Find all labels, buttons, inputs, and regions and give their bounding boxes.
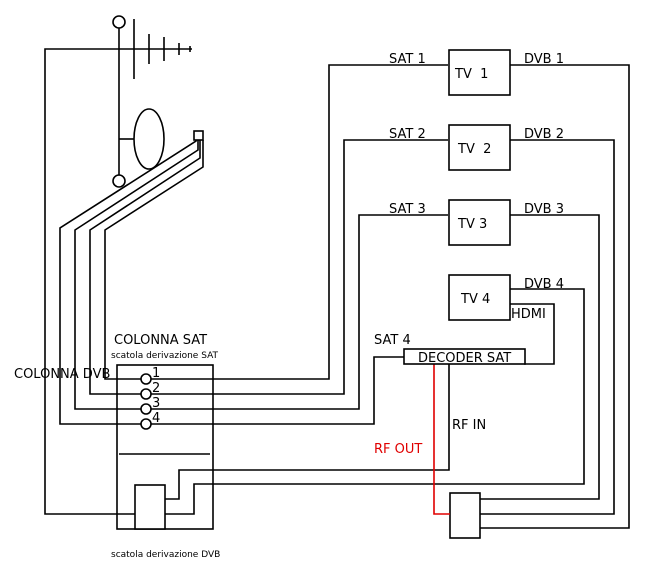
rf-out-label: RF OUT [374,442,422,457]
sat-4-cable [146,356,404,425]
tv-3[interactable]: TV 3 [448,199,511,246]
dvb-3-cable [480,214,600,500]
colonna-sat-title: COLONNA SAT [114,333,207,348]
dvb-1-cable [480,64,630,529]
sat-port-3[interactable] [140,403,152,415]
tv-3-box[interactable] [448,199,511,246]
dvb-3-label: DVB 3 [524,202,564,217]
dvb-4-cable [165,288,585,515]
dvb-2-label: DVB 2 [524,127,564,142]
lnb-cables [59,140,204,425]
lnb-cable-3 [74,140,199,410]
dvb-4-label: DVB 4 [524,277,564,292]
tv-2[interactable]: TV 2 [448,124,511,171]
tv-4[interactable]: TV 4 [448,274,511,321]
colonna-sat-subtitle: scatola derivazione SAT [111,351,219,361]
sat-port-2[interactable] [140,388,152,400]
tv-2-box[interactable] [448,124,511,171]
dish [133,108,165,170]
tv-3-label: TV 3 [457,217,487,232]
tv-2-label: TV 2 [457,142,491,157]
sat-4-label: SAT 4 [374,333,411,348]
decoder-sat[interactable]: DECODER SAT [403,348,526,366]
colonna-dvb-subtitle: scatola derivazione DVB [111,550,220,560]
tv-1[interactable]: TV 1 [448,49,511,96]
sat-port-label: 3 [152,396,160,411]
sat-1-label: SAT 1 [389,52,426,67]
lnb-cable-4 [59,140,197,425]
colonna-dvb-title: COLONNA DVB [14,367,110,382]
rf-out-cable [433,364,450,515]
dvb-2-cable [480,139,615,515]
sat-port-label: 1 [152,366,160,381]
splitter-icon [449,492,481,539]
dvb-splitter-icon [134,484,166,530]
sat-1-cable [146,64,448,380]
sat-port-label: 4 [152,411,160,426]
decoder-box[interactable] [403,348,526,365]
tv-antenna-icon [112,15,192,188]
sat-3-cable [146,214,448,410]
lnb-icon [193,130,204,141]
sat-port-1[interactable] [140,373,152,385]
lnb-cable-1 [104,140,204,380]
mast-bottom-cap [112,174,126,188]
mast-top-cap [112,15,126,29]
sat-port-4[interactable] [140,418,152,430]
sat-port-label: 2 [152,381,160,396]
rf-in-label: RF IN [452,418,486,433]
rf-in-cable [165,364,450,500]
dvb-antenna-cable [44,48,135,515]
tv-4-label: TV 4 [460,292,490,307]
tv-1-label: TV 1 [454,67,488,82]
decoder-label: DECODER SAT [418,351,511,366]
sat-ports: 1 2 3 4 [140,366,160,430]
lnb-cable-2 [89,140,201,395]
hdmi-label: HDMI [511,307,546,322]
hdmi-cable [510,303,555,365]
tv-1-box[interactable] [448,49,511,96]
sat-2-cable [146,139,448,395]
dvb-1-label: DVB 1 [524,52,564,67]
tv-4-box[interactable] [448,274,511,321]
sat-2-label: SAT 2 [389,127,426,142]
satellite-dish-icon [119,108,204,170]
sat-3-label: SAT 3 [389,202,426,217]
